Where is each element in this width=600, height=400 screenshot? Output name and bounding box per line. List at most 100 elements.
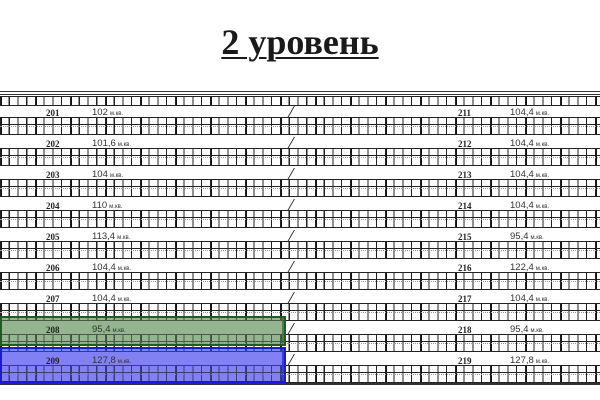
unit-number-212[interactable]: 212 (458, 139, 472, 149)
unit-number-209[interactable]: 209 (46, 356, 60, 366)
plan-top-border (0, 94, 600, 95)
band-divider-dotted (0, 126, 600, 127)
area-unit: м.кв. (535, 204, 550, 210)
unit-number-202[interactable]: 202 (46, 139, 60, 149)
band-divider (0, 310, 600, 311)
unit-number-215[interactable]: 215 (458, 232, 472, 242)
area-value: 104,4 (92, 293, 116, 304)
area-value: 127,8 (92, 355, 116, 366)
area-value: 127,8 (510, 355, 534, 366)
band-divider (0, 248, 600, 249)
area-unit: м.кв. (530, 328, 544, 334)
parking-grid-band (0, 272, 600, 290)
area-unit: м.кв. (112, 328, 126, 334)
unit-highlight-overlay-209 (0, 347, 286, 383)
area-unit: м.кв. (530, 235, 544, 241)
area-unit: м.кв. (117, 235, 131, 241)
band-divider (0, 372, 600, 373)
area-unit: м.кв. (535, 266, 550, 272)
area-unit: м.кв. (535, 297, 550, 303)
unit-number-203[interactable]: 203 (46, 170, 60, 180)
band-divider-dotted (0, 250, 600, 251)
band-divider (0, 341, 600, 342)
band-divider-dotted (0, 312, 600, 313)
area-value: 104,4 (92, 262, 116, 273)
unit-number-205[interactable]: 205 (46, 232, 60, 242)
unit-number-218[interactable]: 218 (458, 325, 472, 335)
band-divider (0, 217, 600, 218)
band-divider-dotted (0, 281, 600, 282)
area-unit: м.кв. (535, 359, 550, 365)
page-title: 2 уровень (0, 22, 600, 62)
area-value: 101,6 (92, 138, 116, 149)
unit-number-214[interactable]: 214 (458, 201, 472, 211)
unit-number-204[interactable]: 204 (46, 201, 60, 211)
unit-number-219[interactable]: 219 (458, 356, 472, 366)
area-value: 104,4 (510, 138, 534, 149)
area-value: 104,4 (510, 169, 534, 180)
unit-number-216[interactable]: 216 (458, 263, 472, 273)
area-value: 95,4 (92, 324, 111, 335)
area-value: 113,4 (92, 231, 116, 242)
title-text: 2 уровень (221, 22, 379, 62)
band-divider-dotted (0, 343, 600, 344)
unit-number-211[interactable]: 211 (458, 108, 472, 118)
area-unit: м.кв. (117, 359, 132, 365)
area-value: 104,4 (510, 107, 534, 118)
band-divider-dotted (0, 188, 600, 189)
band-divider-dotted (0, 219, 600, 220)
area-unit: м.кв. (117, 297, 132, 303)
area-unit: м.кв. (117, 266, 132, 272)
parking-grid-band (0, 365, 600, 383)
band-divider (0, 279, 600, 280)
area-value: 102 (92, 107, 108, 118)
area-value: 122,4 (510, 262, 534, 273)
area-value: 95,4 (510, 324, 529, 335)
area-value: 104,4 (510, 200, 534, 211)
unit-number-207[interactable]: 207 (46, 294, 60, 304)
unit-number-217[interactable]: 217 (458, 294, 472, 304)
area-value: 110 (92, 200, 108, 211)
parking-grid-band (0, 117, 600, 135)
band-divider-dotted (0, 157, 600, 158)
area-unit: м.кв. (535, 142, 550, 148)
area-unit: м.кв. (535, 173, 550, 179)
parking-grid-band (0, 210, 600, 228)
band-divider (0, 124, 600, 125)
area-value: 104 (92, 169, 108, 180)
unit-number-206[interactable]: 206 (46, 263, 60, 273)
unit-number-213[interactable]: 213 (458, 170, 472, 180)
band-divider (0, 186, 600, 187)
unit-number-201[interactable]: 201 (46, 108, 60, 118)
parking-grid-band (0, 148, 600, 166)
band-divider (0, 155, 600, 156)
parking-grid-band (0, 179, 600, 197)
area-unit: м.кв. (535, 111, 550, 117)
area-unit: м.кв. (109, 173, 124, 179)
plan-bottom-border (0, 383, 600, 385)
area-unit: м.кв. (109, 111, 124, 117)
band-divider-dotted (0, 374, 600, 375)
plan-top-border (0, 91, 600, 92)
area-unit: м.кв. (117, 142, 132, 148)
unit-number-208[interactable]: 208 (46, 325, 60, 335)
unit-highlight-overlay-208 (0, 316, 286, 346)
area-value: 104,4 (510, 293, 534, 304)
